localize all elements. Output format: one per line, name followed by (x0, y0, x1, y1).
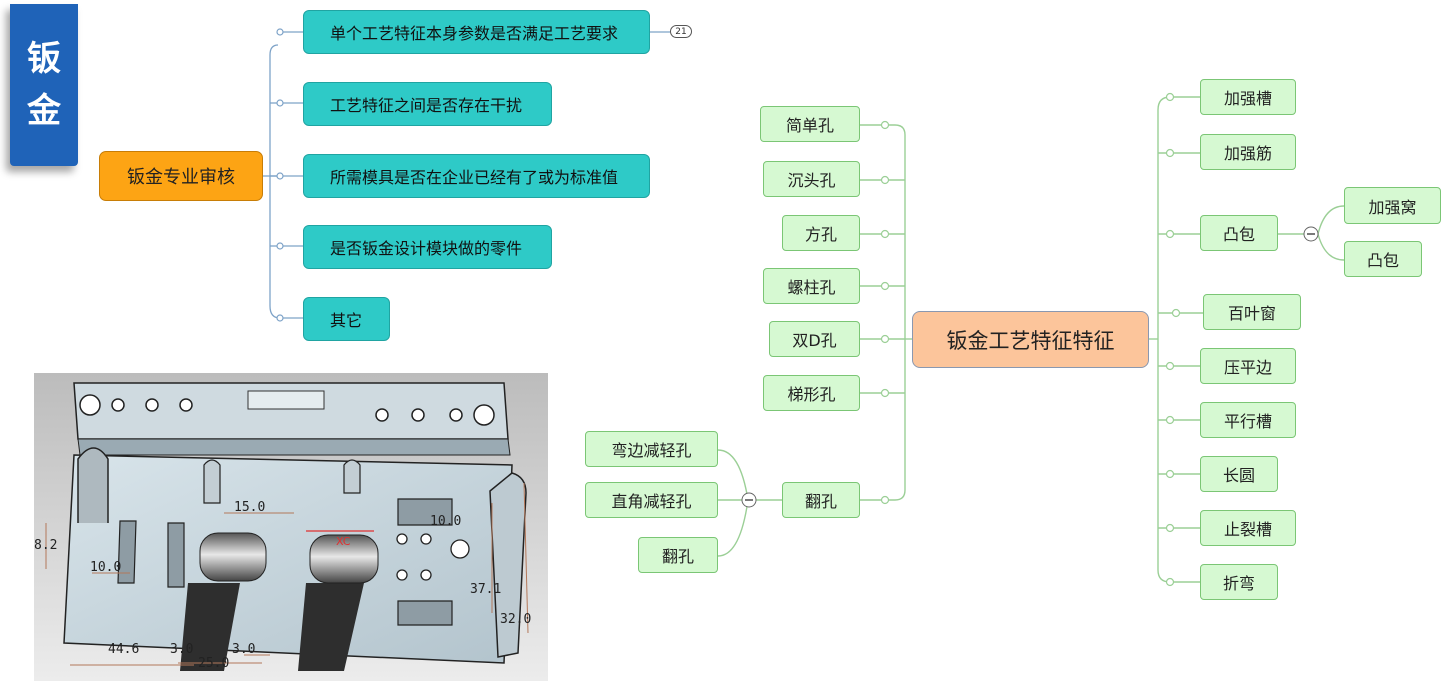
cad-dim-5: 3.0 (232, 642, 255, 657)
review-root-node[interactable]: 钣金专业审核 (99, 151, 263, 201)
cad-dim-7: 8.2 (34, 538, 57, 553)
feature-relief-notch[interactable]: 止裂槽 (1200, 510, 1296, 546)
review-item-5[interactable]: 其它 (303, 297, 390, 341)
boss-child-boss[interactable]: 凸包 (1344, 241, 1422, 277)
cad-dim-10: 32.0 (500, 612, 531, 627)
feature-hole-simple[interactable]: 简单孔 (760, 106, 860, 142)
cad-dim-0: 15.0 (234, 500, 265, 515)
section-title-badge: 钣 金 (10, 4, 78, 166)
review-item-4[interactable]: 是否钣金设计模块做的零件 (303, 225, 552, 269)
cad-dim-1: 10.0 (430, 514, 461, 529)
feature-hole-trapezoid[interactable]: 梯形孔 (763, 375, 860, 411)
features-root-node[interactable]: 钣金工艺特征特征 (912, 311, 1149, 368)
review-item-3[interactable]: 所需模具是否在企业已经有了或为标准值 (303, 154, 650, 198)
title-line-2: 金 (27, 91, 61, 131)
feature-louver[interactable]: 百叶窗 (1203, 294, 1301, 330)
cad-dim-9: 37.1 (470, 582, 501, 597)
cad-dim-6: 10.0 (90, 560, 121, 575)
sheet-metal-cad-model-image: 15.0 10.0 44.6 3.0 25.0 3.0 10.0 8.2 37.… (34, 373, 548, 681)
cad-dim-2: 44.6 (108, 642, 139, 657)
feature-boss[interactable]: 凸包 (1200, 215, 1278, 251)
child-count-badge[interactable]: 21 (670, 25, 692, 38)
flange-child-flange-hole[interactable]: 翻孔 (638, 537, 718, 573)
feature-hole-stud[interactable]: 螺柱孔 (763, 268, 860, 304)
cad-dim-4: 25.0 (198, 656, 229, 671)
cad-dim-3: 3.0 (170, 642, 193, 657)
feature-stiffening-groove[interactable]: 加强槽 (1200, 79, 1296, 115)
title-line-1: 钣 (27, 39, 61, 79)
feature-parallel-groove[interactable]: 平行槽 (1200, 402, 1296, 438)
feature-hole-double-d[interactable]: 双D孔 (769, 321, 860, 357)
feature-stiffening-rib[interactable]: 加强筋 (1200, 134, 1296, 170)
feature-hole-square[interactable]: 方孔 (782, 215, 860, 251)
collapse-toggle-flange (741, 492, 757, 508)
feature-obround[interactable]: 长圆 (1200, 456, 1278, 492)
boss-child-dimple[interactable]: 加强窝 (1344, 187, 1441, 224)
feature-bend[interactable]: 折弯 (1200, 564, 1278, 600)
feature-flange-hole[interactable]: 翻孔 (782, 482, 860, 518)
collapse-toggle-boss (1303, 226, 1319, 242)
flange-child-bend-relief[interactable]: 弯边减轻孔 (585, 431, 718, 467)
flange-child-corner-relief[interactable]: 直角减轻孔 (585, 482, 718, 518)
feature-hem[interactable]: 压平边 (1200, 348, 1296, 384)
cad-axis-label: XC (336, 535, 351, 548)
feature-hole-countersunk[interactable]: 沉头孔 (763, 161, 860, 197)
review-item-2[interactable]: 工艺特征之间是否存在干扰 (303, 82, 552, 126)
review-item-1[interactable]: 单个工艺特征本身参数是否满足工艺要求 (303, 10, 650, 54)
